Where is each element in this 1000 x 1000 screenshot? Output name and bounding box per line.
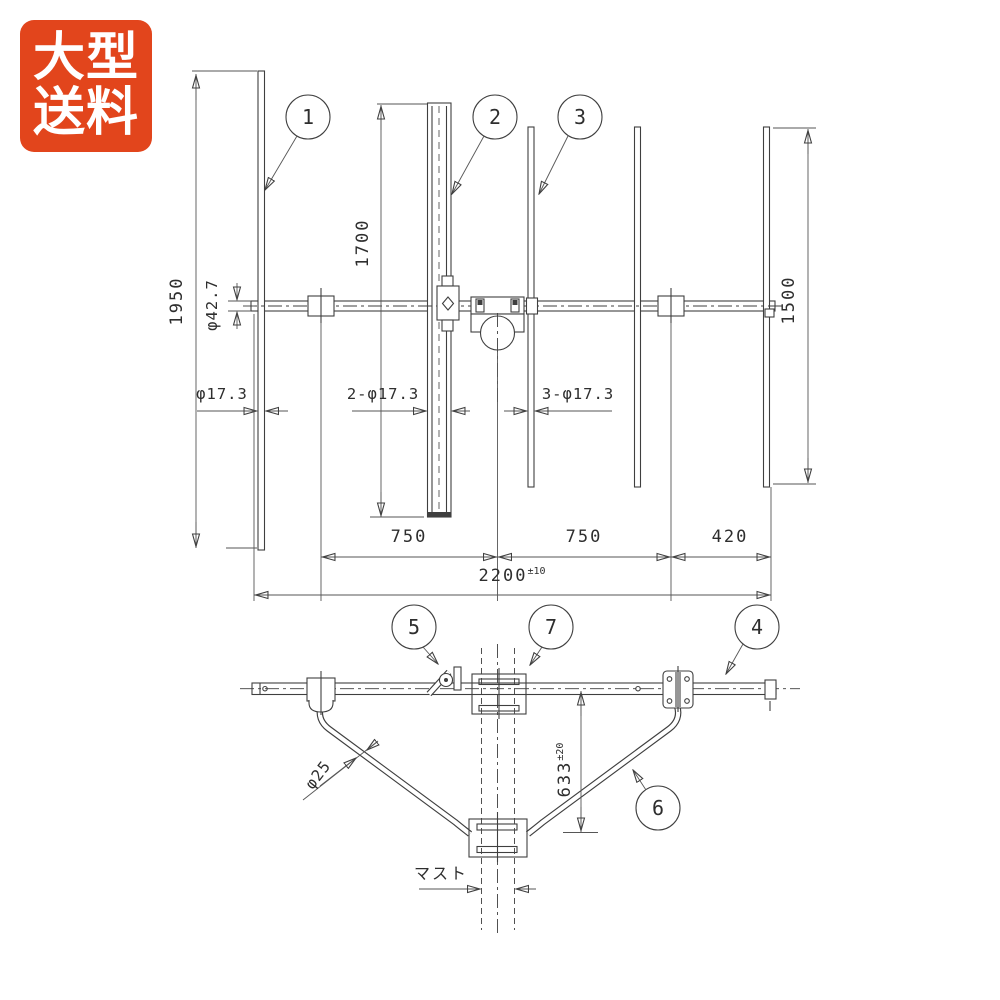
svg-text:1: 1 [302,105,314,129]
dim-driven-length: 1700 [353,103,427,518]
right-bracket [662,666,694,712]
lower-mast-clamp [468,812,528,862]
dim-support-diameter: φ25 [301,741,378,801]
driven-element-mount [436,275,460,332]
boom-end-fitting [764,679,777,711]
side-view: 633±20 φ25 マスト 5 [240,604,800,934]
svg-text:750: 750 [391,527,428,547]
callout-1: 1 [265,94,331,190]
mast-hidden-lines [481,644,515,934]
badge-line-2: 送料 [32,83,139,143]
dim-total-length: 2200±10 [254,566,771,595]
reflector-element [257,70,266,551]
svg-text:2-φ17.3: 2-φ17.3 [347,385,419,403]
svg-text:7: 7 [545,615,557,639]
dim-drop-height: 633±20 [555,691,598,833]
badge-line-1: 大型 [32,27,139,88]
dim-director-length: 1500 [773,127,816,485]
feed-clamp-hardware [426,666,462,697]
svg-text:2200±10: 2200±10 [478,566,545,586]
callout-6: 6 [633,770,681,831]
callout-5: 5 [391,604,438,664]
right-support-tube [525,704,682,837]
callout-4: 4 [726,604,780,674]
left-support-tube [316,704,473,837]
svg-text:3-φ17.3: 3-φ17.3 [542,385,614,403]
svg-text:1700: 1700 [353,219,373,268]
svg-text:420: 420 [712,527,749,547]
svg-text:マスト: マスト [414,864,468,883]
svg-text:3: 3 [574,105,586,129]
dim-reflector-diameter: φ17.3 [196,385,288,411]
top-view: 1950 1700 1500 [167,70,816,601]
director-element-2 [633,126,642,488]
dim-director-diameter: 3-φ17.3 [504,385,614,411]
svg-text:1500: 1500 [779,276,799,325]
shipping-badge: 大型 送料 [20,20,152,152]
boom-end-mount [764,308,775,318]
dim-reflector-length: 1950 [167,70,257,549]
boom-splice-left [307,288,335,323]
svg-text:1950: 1950 [167,277,187,326]
callout-7: 7 [528,604,574,665]
callout-3: 3 [539,94,603,194]
svg-text:6: 6 [652,796,664,820]
svg-text:750: 750 [566,527,603,547]
upper-mast-clamp [471,668,527,719]
dim-driven-diameter: 2-φ17.3 [347,385,470,411]
left-bracket [306,671,336,715]
director1-mount [525,297,539,315]
svg-text:633±20: 633±20 [555,743,575,798]
svg-text:4: 4 [751,615,763,639]
svg-text:2: 2 [489,105,501,129]
svg-text:5: 5 [408,615,420,639]
dim-boom-diameter: φ42.7 [203,279,251,331]
svg-text:φ42.7: φ42.7 [203,279,221,331]
dim-element-spacing: 750 750 420 [253,314,772,601]
svg-text:φ17.3: φ17.3 [196,385,248,403]
callout-2: 2 [452,94,518,194]
svg-text:φ25: φ25 [301,757,334,793]
boom-splice-right [657,288,685,323]
dim-mast: マスト [414,864,536,889]
director-element-3 [762,126,771,488]
